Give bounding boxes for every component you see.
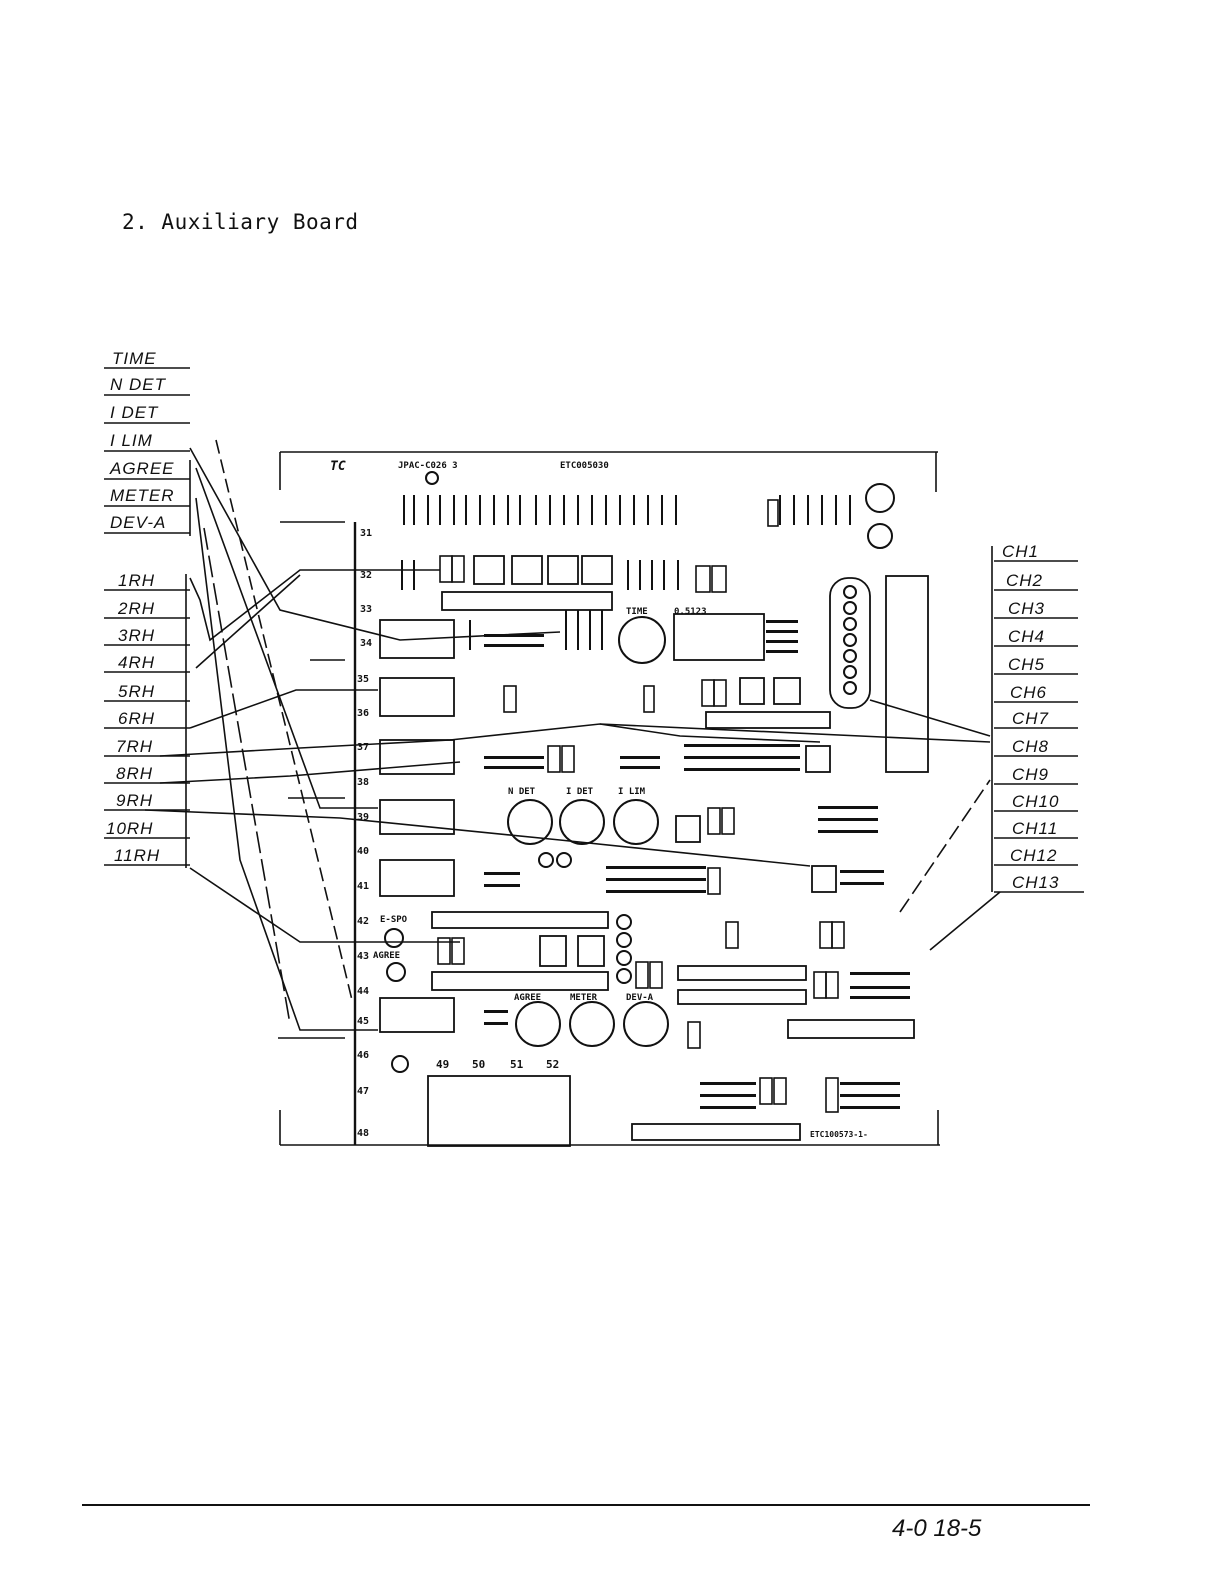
meter-meter: METER (570, 993, 598, 1003)
svg-text:38: 38 (357, 777, 369, 788)
svg-text:35: 35 (357, 674, 369, 685)
board-serial: ETC100573-1- (810, 1130, 868, 1139)
board-type: JPAC-C026 3 (398, 461, 458, 471)
label-ch12: CH12 (1010, 846, 1058, 865)
label-i-lim: I LIM (110, 431, 153, 450)
label-dev-a: DEV-A (110, 513, 167, 532)
label-ch13: CH13 (1012, 873, 1060, 892)
svg-text:36: 36 (357, 708, 369, 719)
board-relay-label: 0.5123 (674, 607, 707, 617)
label-6rh: 6RH (118, 709, 156, 728)
svg-text:46: 46 (357, 1050, 369, 1061)
svg-text:31: 31 (360, 528, 372, 539)
label-7rh: 7RH (116, 737, 154, 756)
label-11rh: 11RH (114, 846, 161, 865)
svg-text:42: 42 (357, 916, 369, 927)
label-ch5: CH5 (1008, 655, 1046, 674)
label-1rh: 1RH (118, 571, 156, 590)
svg-text:40: 40 (357, 846, 369, 857)
svg-text:43: 43 (357, 951, 369, 962)
svg-text:33: 33 (360, 604, 372, 615)
svg-text:32: 32 (360, 570, 372, 581)
label-ch4: CH4 (1008, 627, 1046, 646)
label-n-det: N DET (110, 375, 166, 394)
svg-text:47: 47 (357, 1086, 369, 1097)
svg-text:44: 44 (357, 986, 369, 997)
terminal-numbers: 31 32 33 34 35 36 37 38 39 40 41 42 43 4… (357, 528, 408, 1139)
meter-dev-a: DEV-A (626, 993, 654, 1003)
label-ch9: CH9 (1012, 765, 1050, 784)
label-meter: METER (110, 486, 175, 505)
label-ch6: CH6 (1010, 683, 1048, 702)
label-2rh: 2RH (118, 599, 156, 618)
pot-n-det: N DET (508, 787, 536, 797)
label-10rh: 10RH (106, 819, 154, 838)
label-8rh: 8RH (116, 764, 154, 783)
label-ch8: CH8 (1012, 737, 1050, 756)
pin-51: 51 (510, 1058, 524, 1071)
board-time-label: TIME (626, 607, 648, 617)
svg-text:34: 34 (360, 638, 372, 649)
label-ch7: CH7 (1012, 709, 1050, 728)
label-4rh: 4RH (118, 653, 156, 672)
board-logo: TC (330, 459, 346, 474)
pot-i-lim: I LIM (618, 787, 646, 797)
label-ch11: CH11 (1012, 819, 1059, 838)
svg-text:41: 41 (357, 881, 369, 892)
section-heading: 2. Auxiliary Board (122, 210, 359, 234)
label-time: TIME (112, 349, 157, 368)
label-9rh: 9RH (116, 791, 154, 810)
svg-text:37: 37 (357, 742, 369, 753)
meter-agree: AGREE (514, 993, 541, 1003)
label-agree: AGREE (110, 459, 175, 478)
label-ch10: CH10 (1012, 792, 1060, 811)
label-3rh: 3RH (118, 626, 156, 645)
svg-text:48: 48 (357, 1128, 369, 1139)
page-number: 4-0 18-5 (892, 1515, 982, 1542)
pin-52: 52 (546, 1058, 559, 1071)
label-i-det: I DET (110, 403, 159, 422)
svg-text:E-SPO: E-SPO (380, 915, 408, 925)
label-ch1: CH1 (1002, 542, 1040, 561)
svg-text:AGREE: AGREE (373, 951, 400, 961)
pin-50: 50 (472, 1058, 485, 1071)
label-ch2: CH2 (1006, 571, 1044, 590)
board-code: ETC005030 (560, 461, 609, 471)
svg-text:45: 45 (357, 1016, 369, 1027)
svg-text:39: 39 (357, 812, 369, 823)
pin-49: 49 (436, 1058, 449, 1071)
pot-i-det: I DET (566, 787, 594, 797)
label-5rh: 5RH (118, 682, 156, 701)
label-ch3: CH3 (1008, 599, 1046, 618)
